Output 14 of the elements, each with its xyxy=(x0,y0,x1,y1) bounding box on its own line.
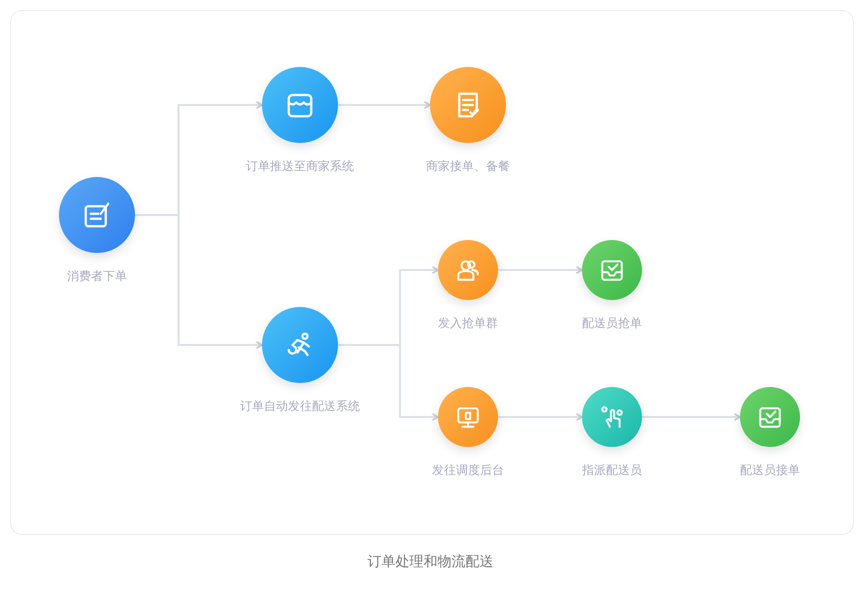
step-label: 配送员接单 xyxy=(740,462,800,479)
step-label: 商家接单、备餐 xyxy=(426,158,510,175)
connector-arrow xyxy=(642,413,741,421)
step-label: 指派配送员 xyxy=(582,462,642,479)
step-label: 配送员抢单 xyxy=(582,315,642,332)
step-label: 订单自动发往配送系统 xyxy=(240,398,360,415)
step-label: 发入抢单群 xyxy=(438,315,498,332)
step-label: 订单推送至商家系统 xyxy=(246,158,354,175)
step-label: 发往调度后台 xyxy=(432,462,504,479)
connector-arrow xyxy=(498,266,583,274)
connector-arrow xyxy=(498,413,583,421)
caption: 订单处理和物流配送 xyxy=(366,553,494,571)
connector-arrow xyxy=(338,101,431,109)
step-label: 消费者下单 xyxy=(67,268,127,285)
